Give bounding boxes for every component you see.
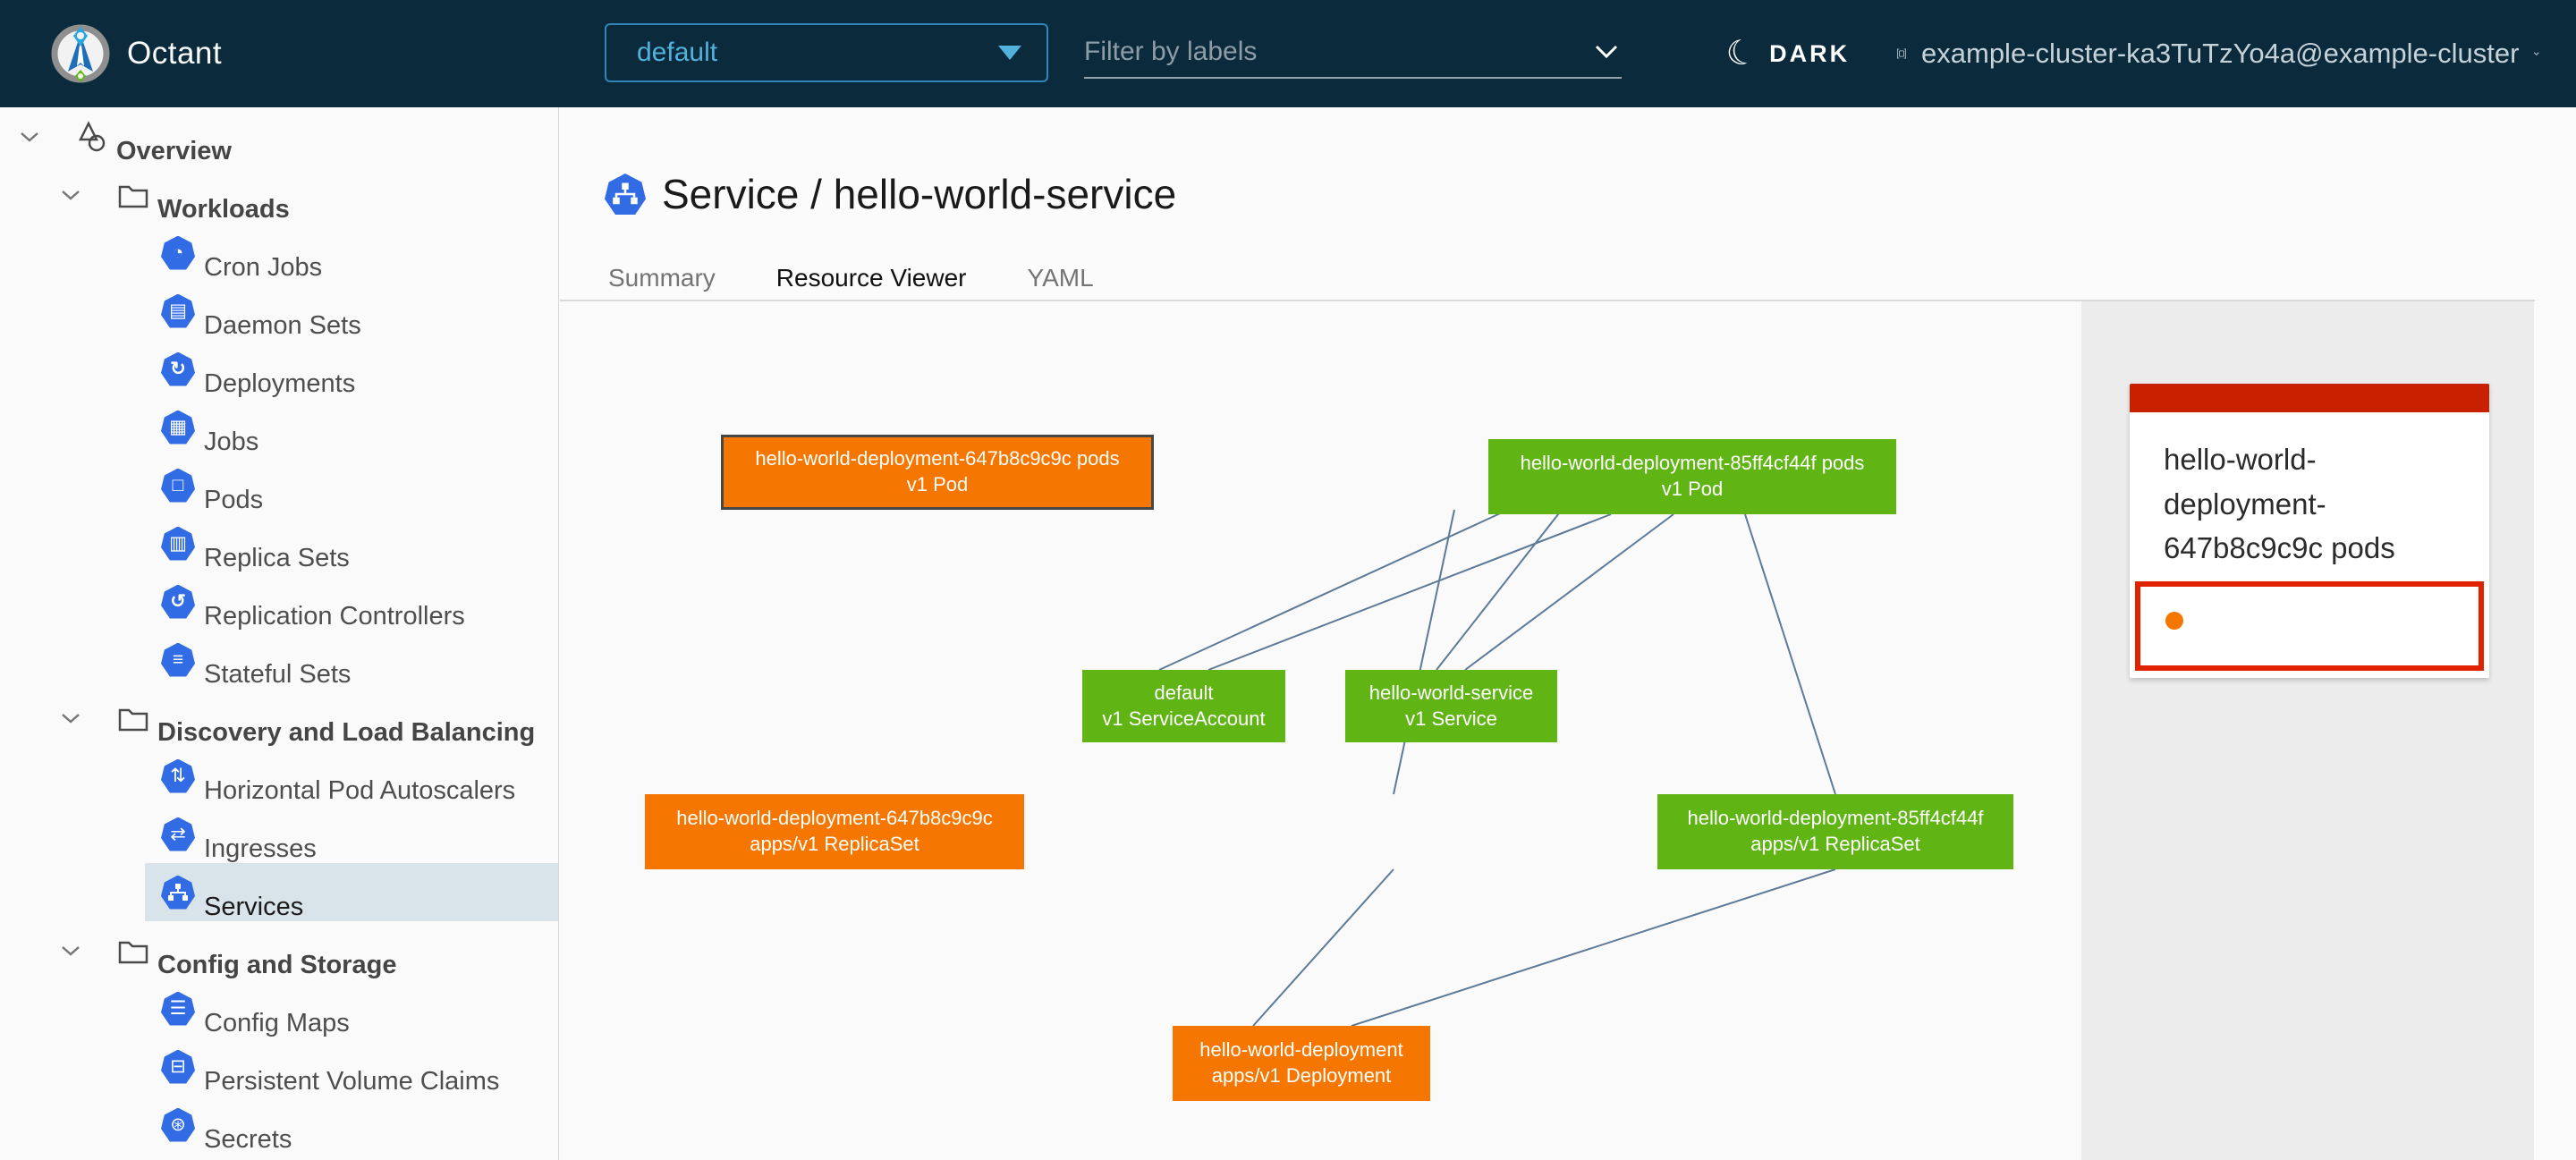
pvc-icon (161, 1049, 195, 1084)
selected-node-card: hello-world-deployment-647b8c9c9c pods (2130, 384, 2489, 678)
graph-edge (1208, 513, 1612, 671)
folder-icon (118, 708, 148, 731)
service-icon (605, 174, 646, 215)
namespace-dropdown[interactable]: default (605, 23, 1048, 82)
sidebar-item-replica-sets[interactable]: Replica Sets (0, 514, 558, 572)
card-accent-bar (2130, 384, 2489, 412)
selection-detail-panel: hello-world-deployment-647b8c9c9c pods (2081, 301, 2534, 1160)
dark-theme-label: DARK (1769, 39, 1851, 67)
graph-edge (1436, 509, 1563, 671)
deployment-icon (161, 351, 195, 386)
hpa-icon (161, 758, 195, 793)
sidebar-item-services[interactable]: Services (0, 863, 558, 921)
page-title: Service / hello-world-service (662, 171, 1177, 217)
status-dot-icon (2165, 611, 2183, 630)
caret-down-icon (998, 46, 1021, 60)
cluster-icon (1897, 48, 1906, 59)
objects-icon (78, 120, 106, 151)
graph-edge (1464, 513, 1674, 671)
ingress-icon (161, 817, 195, 851)
job-icon (161, 410, 195, 445)
pod-icon (161, 468, 195, 503)
sidebar-item-config-maps[interactable]: Config Maps (0, 979, 558, 1037)
chevron-down-icon[interactable] (59, 711, 82, 725)
sidebar-item-replication-controllers[interactable]: Replication Controllers (0, 572, 558, 631)
sidebar-item-deployments[interactable]: Deployments (0, 340, 558, 398)
sidebar-group-discovery-and-load-balancing[interactable]: Discovery and Load Balancing (0, 689, 558, 747)
graph-edge (1158, 509, 1509, 671)
sidebar-item-daemon-sets[interactable]: Daemon Sets (0, 282, 558, 340)
sidebar-item-ingresses[interactable]: Ingresses (0, 805, 558, 863)
graph-node-replicaset-85ff4cf44f[interactable]: hello-world-deployment-85ff4cf44f apps/v… (1657, 794, 2013, 869)
statefulset-icon (161, 642, 195, 677)
service-icon (161, 875, 195, 910)
cluster-context-selector[interactable]: example-cluster-ka3TuTzYo4a@example-clus… (1896, 0, 2540, 107)
moon-icon: ☾ (1722, 31, 1761, 76)
folder-icon (118, 185, 148, 207)
cronjob-icon (161, 235, 195, 270)
graph-edges (1158, 509, 1836, 1027)
sidebar-group-workloads[interactable]: Workloads (0, 165, 558, 224)
label-filter-input[interactable] (1084, 37, 1591, 67)
tab-yaml[interactable]: YAML (1027, 264, 1094, 292)
app-header: Octant default ☾ DARK example-cluster-ka… (0, 0, 2576, 107)
chevron-down-icon[interactable] (18, 130, 41, 144)
daemonset-icon (161, 293, 195, 328)
resource-graph[interactable]: hello-world-deployment-647b8c9c9c pods v… (560, 301, 2081, 1160)
octant-logo-icon (50, 23, 111, 84)
dark-theme-toggle[interactable]: ☾ DARK (1722, 0, 1851, 107)
graph-node-service-hello-world[interactable]: hello-world-service v1 Service (1345, 670, 1557, 742)
folder-icon (118, 941, 148, 963)
sidebar-item-pods[interactable]: Pods (0, 456, 558, 514)
chevron-down-icon[interactable] (59, 944, 82, 958)
chevron-down-icon (2534, 52, 2540, 55)
graph-node-pod-85ff4cf44f[interactable]: hello-world-deployment-85ff4cf44f pods v… (1488, 439, 1896, 514)
graph-edge (1252, 868, 1394, 1027)
graph-node-pod-647b8c9c9c[interactable]: hello-world-deployment-647b8c9c9c pods v… (721, 435, 1154, 510)
sidebar-item-jobs[interactable]: Jobs (0, 398, 558, 456)
namespace-value: default (637, 38, 718, 67)
cluster-context-label: example-cluster-ka3TuTzYo4a@example-clus… (1921, 38, 2520, 69)
graph-edge (1393, 509, 1455, 795)
sidebar-item-stateful-sets[interactable]: Stateful Sets (0, 631, 558, 689)
selected-node-title: hello-world-deployment-647b8c9c9c pods (2164, 443, 2395, 564)
sidebar-item-cron-jobs[interactable]: Cron Jobs (0, 224, 558, 282)
main-content: Service / hello-world-service Summary Re… (560, 107, 2576, 1160)
replicaset-icon (161, 526, 195, 561)
replicationcontroller-icon (161, 584, 195, 619)
sidebar-nav: Overview Workloads Cron Jobs Daemon Sets… (0, 107, 559, 1160)
tab-summary[interactable]: Summary (608, 264, 716, 292)
tabs-divider (560, 300, 2535, 301)
sidebar-item-horizontal-pod-autoscalers[interactable]: Horizontal Pod Autoscalers (0, 747, 558, 805)
graph-edge (1351, 868, 1836, 1027)
sidebar-item-overview[interactable]: Overview (0, 107, 558, 165)
chevron-down-icon[interactable] (1591, 42, 1622, 62)
graph-node-deployment-hello-world[interactable]: hello-world-deployment apps/v1 Deploymen… (1173, 1026, 1430, 1101)
sidebar-item-persistent-volume-claims[interactable]: Persistent Volume Claims (0, 1037, 558, 1096)
configmap-icon (161, 991, 195, 1026)
resource-tabs: Summary Resource Viewer YAML (605, 264, 1097, 312)
graph-node-serviceaccount-default[interactable]: default v1 ServiceAccount (1082, 670, 1285, 742)
sidebar-item-secrets[interactable]: Secrets (0, 1096, 558, 1154)
secret-icon (161, 1107, 195, 1142)
node-status-box (2135, 580, 2484, 671)
graph-edge (1744, 513, 1836, 795)
label-filter (1084, 27, 1622, 79)
graph-node-replicaset-647b8c9c9c[interactable]: hello-world-deployment-647b8c9c9c apps/v… (645, 794, 1024, 869)
chevron-down-icon[interactable] (59, 188, 82, 202)
sidebar-group-config-and-storage[interactable]: Config and Storage (0, 921, 558, 979)
app-title: Octant (127, 36, 223, 71)
